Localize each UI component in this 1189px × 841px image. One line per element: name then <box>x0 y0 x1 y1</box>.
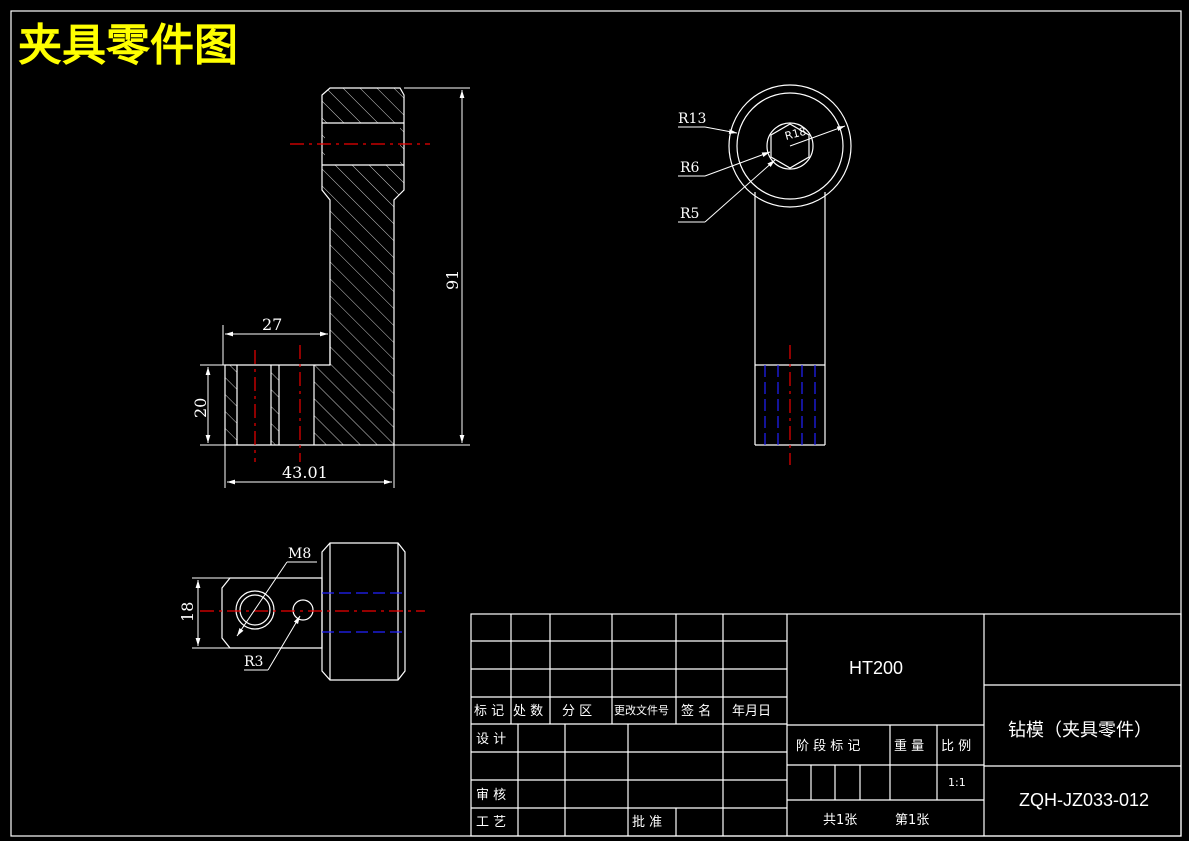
dim-r3: R3 <box>244 654 263 670</box>
dim-r5: R5 <box>680 206 699 222</box>
tb-scale: 1:1 <box>948 776 966 789</box>
tb-design: 设 计 <box>476 732 506 747</box>
tb-change-doc: 更改文件号 <box>614 703 669 717</box>
tb-total-sheets: 共1张 <box>823 813 857 828</box>
dim-18: 18 <box>178 602 197 622</box>
tb-mark: 标 记 <box>474 704 504 719</box>
dim-m8: M8 <box>288 546 311 562</box>
tb-zone: 分 区 <box>562 704 592 719</box>
tb-sheet-no: 第1张 <box>895 813 929 828</box>
tb-weight: 重 量 <box>894 738 924 754</box>
title-block: 标 记 处 数 分 区 更改文件号 签 名 年月日 设 计 审 核 工 艺 批 … <box>470 613 1182 837</box>
dim-r6: R6 <box>680 160 700 176</box>
tb-stage-mark: 阶 段 标 记 <box>796 739 860 754</box>
tb-part-name: 钻模（夹具零件） <box>1008 720 1152 740</box>
tb-process: 工 艺 <box>476 815 506 830</box>
dim-91: 91 <box>443 270 462 290</box>
dim-20: 20 <box>191 398 210 418</box>
side-view: R13 R6 R5 R18 <box>678 84 852 465</box>
dim-r18: R18 <box>783 125 807 143</box>
dim-r13: R13 <box>678 111 706 127</box>
tb-count: 处 数 <box>513 704 543 719</box>
tb-approve: 批 准 <box>632 815 662 830</box>
tb-date: 年月日 <box>732 704 771 719</box>
sheet-border <box>10 10 1182 837</box>
tb-sign: 签 名 <box>681 703 711 719</box>
drawing-title: 夹具零件图 <box>18 20 238 71</box>
dim-27: 27 <box>262 315 282 334</box>
front-view: 91 27 20 43.01 <box>191 87 470 488</box>
tb-material: HT200 <box>849 658 903 678</box>
top-view: 18 M8 R3 <box>178 542 425 681</box>
dim-43-01: 43.01 <box>282 463 328 482</box>
tb-review: 审 核 <box>476 788 506 803</box>
tb-ratio: 比 例 <box>941 739 971 754</box>
tb-drawing-no: ZQH-JZ033-012 <box>1019 790 1149 810</box>
